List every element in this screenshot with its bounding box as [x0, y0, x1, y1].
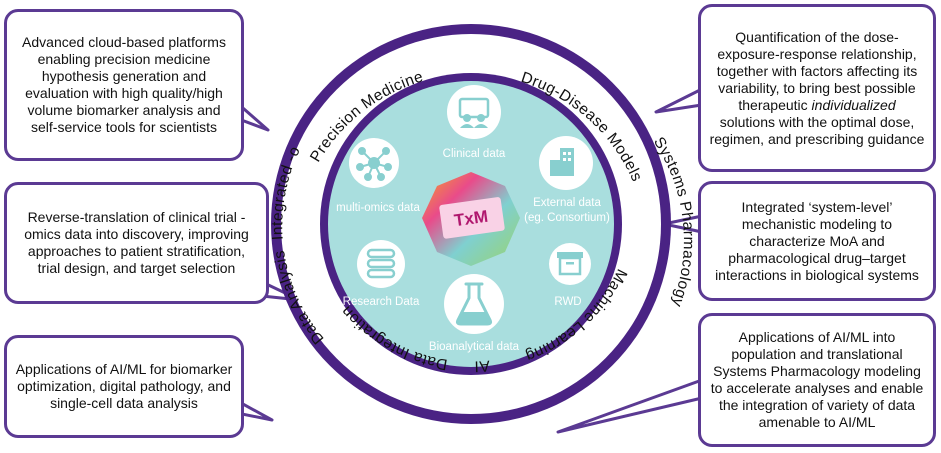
callout-bottom-left-text: Applications of AI/ML for biomarker opti…	[15, 361, 233, 411]
network-icon	[356, 147, 392, 181]
callout-bottom-right: Applications of AI/ML into population an…	[698, 313, 936, 447]
center-label-plate	[439, 197, 505, 239]
callout-top-left: Advanced cloud-based platforms enabling …	[4, 9, 244, 161]
data-source-external: External data (eg. Consortium)	[524, 136, 610, 224]
callout-top-right-text-end: solutions with the optimal dose, regimen…	[709, 113, 925, 147]
clinical-data-label: Clinical data	[443, 148, 506, 160]
center-label: TxM	[453, 207, 489, 231]
data-source-research: Research Data	[343, 240, 420, 308]
ring-label-ai: AI	[474, 357, 491, 375]
flask-icon	[455, 282, 493, 326]
people-icon	[458, 97, 490, 128]
multiomics-data-label: multi-omics data	[336, 202, 420, 214]
archive-box-icon	[557, 252, 583, 276]
data-source-bioanalytical: Bioanalytical data	[429, 274, 520, 353]
center-txm-logo: TxM	[422, 172, 520, 266]
callout-bottom-left: Applications of AI/ML for biomarker opti…	[4, 335, 244, 438]
external-data-label: External data	[533, 197, 601, 209]
callout-top-right-text-start: Quantification of the dose-exposure-resp…	[716, 28, 918, 113]
database-icon	[366, 248, 396, 279]
ring-label-ai-wrap: AI	[474, 357, 491, 375]
bioanalytical-data-label: Bioanalytical data	[429, 341, 520, 353]
callout-mid-right: Integrated ‘system-level’ mechanistic mo…	[698, 181, 936, 301]
research-icon-circle	[357, 240, 405, 288]
callout-top-left-text: Advanced cloud-based platforms enabling …	[22, 34, 226, 135]
callout-mid-right-text: Integrated ‘system-level’ mechanistic mo…	[715, 198, 919, 283]
rwd-label: RWD	[554, 296, 581, 308]
external-data-sublabel: (eg. Consortium)	[524, 212, 610, 224]
callout-mid-left: Reverse-translation of clinical trial -o…	[4, 182, 269, 304]
data-source-multiomics: multi-omics data	[336, 138, 420, 214]
building-icon	[550, 148, 574, 176]
data-source-clinical: Clinical data	[443, 85, 506, 160]
data-source-rwd: RWD	[549, 243, 591, 308]
clinical-icon-circle	[447, 85, 501, 139]
callout-bottom-right-text: Applications of AI/ML into population an…	[710, 329, 924, 430]
callout-top-right: Quantification of the dose-exposure-resp…	[698, 4, 936, 172]
callout-top-right-text: Quantification of the dose-exposure-resp…	[709, 29, 925, 148]
research-data-label: Research Data	[343, 296, 420, 308]
callout-top-right-emphasis: individualized	[811, 96, 896, 113]
callout-mid-left-text: Reverse-translation of clinical trial -o…	[24, 209, 249, 276]
